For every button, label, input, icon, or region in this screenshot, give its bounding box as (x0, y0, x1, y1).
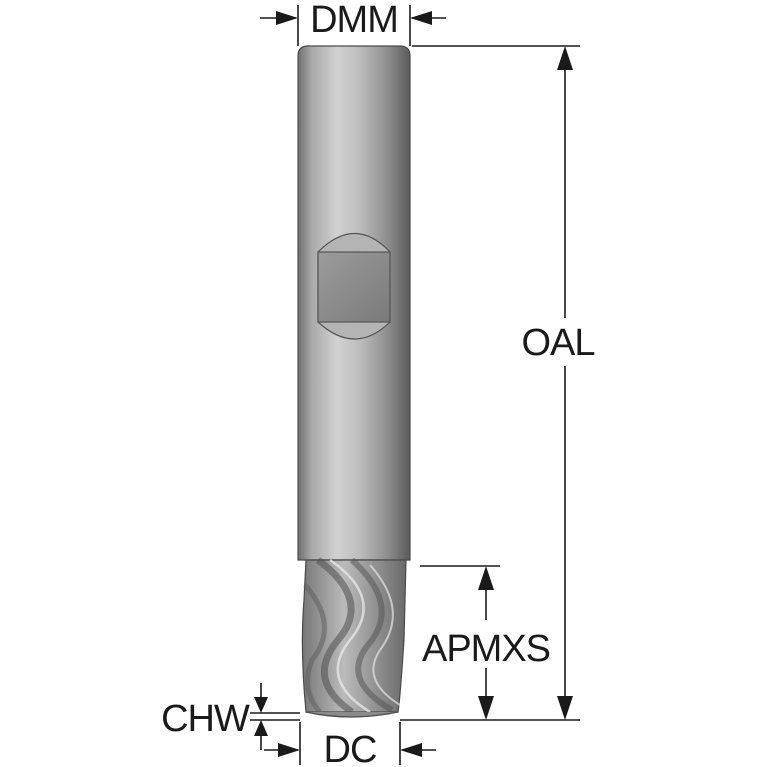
flutes (301, 557, 407, 718)
weldon-flat (317, 232, 391, 340)
oal-dimension: OAL (400, 45, 596, 721)
oal-label: OAL (521, 322, 594, 364)
chw-label: CHW (161, 698, 250, 740)
dc-label: DC (324, 729, 377, 767)
dmm-label: DMM (310, 0, 398, 41)
chw-dimension: CHW (161, 683, 300, 750)
dmm-dimension: DMM (260, 0, 446, 46)
apmxs-label: APMXS (422, 628, 550, 670)
apmxs-dimension: APMXS (420, 565, 551, 720)
dc-dimension: DC (264, 722, 436, 767)
end-mill-tool (297, 45, 411, 718)
